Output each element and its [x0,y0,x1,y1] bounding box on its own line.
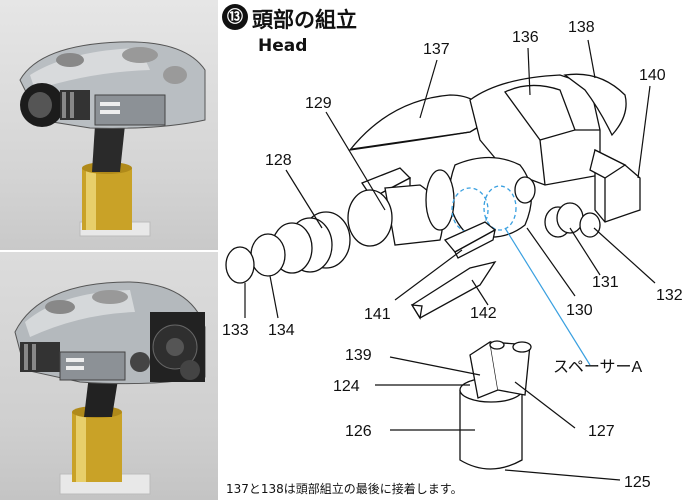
label-125: 125 [624,474,651,491]
label-141: 141 [364,306,391,323]
label-136: 136 [512,29,539,46]
part-132-shape [579,212,601,238]
part-133-shape [225,246,255,284]
page-title: 頭部の組立 [252,8,357,32]
photo-bottom-drawing [14,281,206,495]
part-141-shape [443,221,497,259]
label-138: 138 [568,19,595,36]
part-140-shape [589,148,641,223]
label-132: 132 [656,287,683,304]
part-137-shape [348,94,491,151]
part-130-shape [425,156,533,238]
page-subtitle: Head [258,36,308,56]
label-142: 142 [470,305,497,322]
part-126-stand-shape [459,340,532,470]
label-140: 140 [639,67,666,84]
label-129: 129 [305,95,332,112]
label-126: 126 [345,423,372,440]
label-139: 139 [345,347,372,364]
part-131-shape [544,202,584,238]
step-number-badge: ⑬ [222,4,248,30]
label-130: 130 [566,302,593,319]
photo-top-drawing [19,41,206,237]
label-137: 137 [423,41,450,58]
label-124: 124 [333,378,360,395]
assembly-footnote: 137と138は頭部組立の最後に接着します。 [226,482,463,496]
part-134-shape [250,233,286,277]
photo-assembled-head-top [0,0,218,250]
part-138-shape [563,73,627,137]
part-136-shape [469,74,601,186]
label-134: 134 [268,322,295,339]
photo-assembled-head-bottom [0,252,218,500]
part-128-shape [271,211,351,274]
label-131: 131 [592,274,619,291]
part-142-shape [410,260,497,320]
label-spacer-a: スペーサーA [553,359,643,376]
label-127: 127 [588,423,615,440]
label-133: 133 [222,322,249,339]
label-128: 128 [265,152,292,169]
